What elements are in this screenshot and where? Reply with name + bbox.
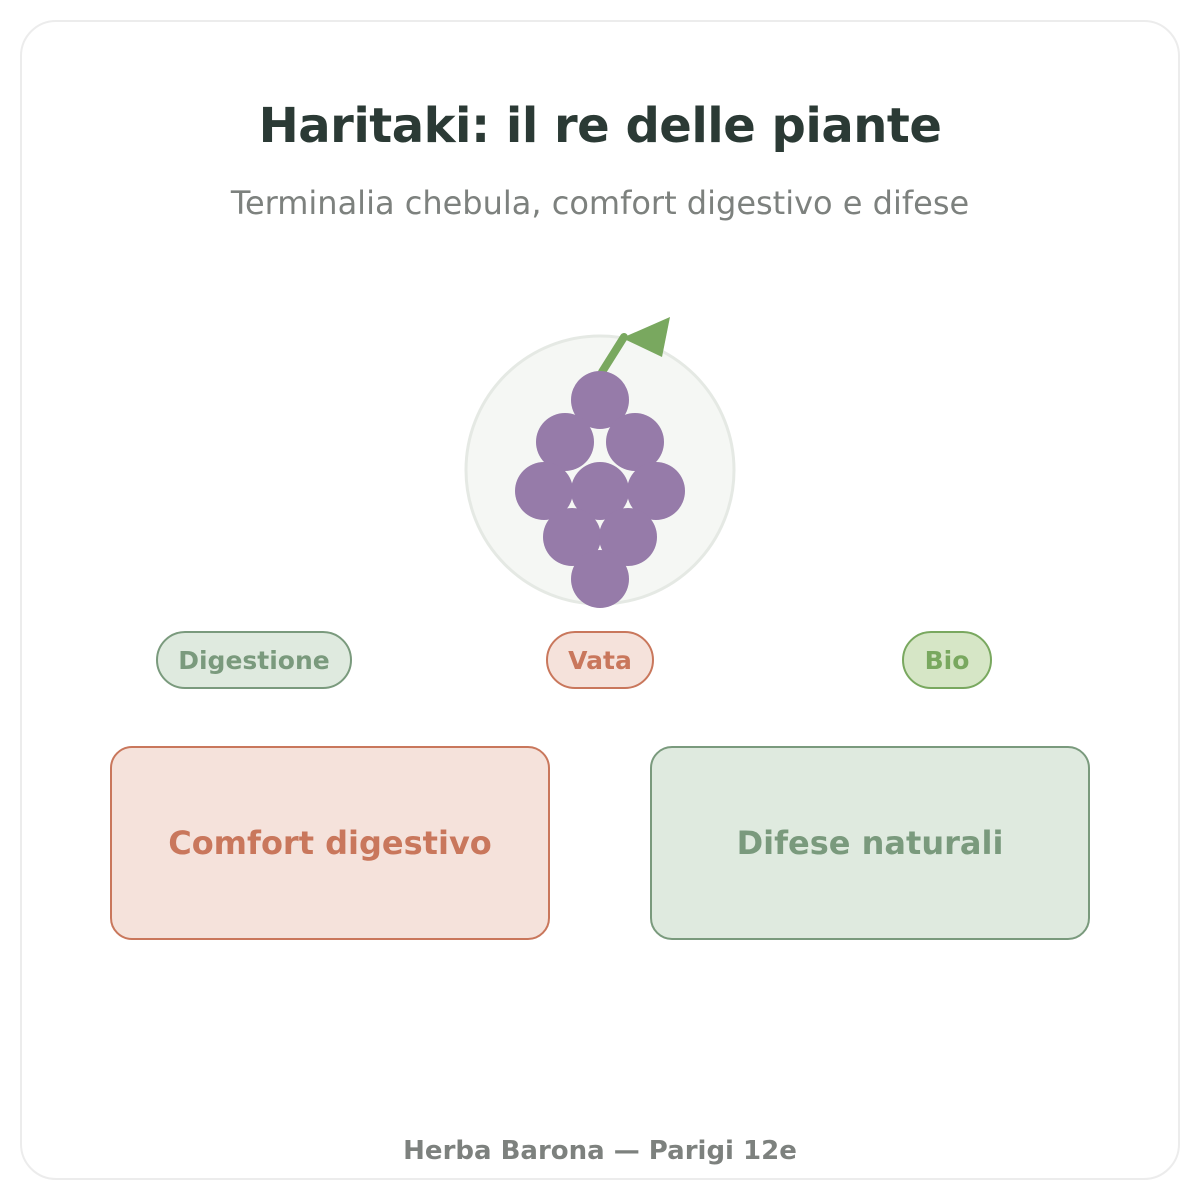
grape-berry xyxy=(599,508,657,566)
benefit-card-comfort-digestivo: Comfort digestivo xyxy=(110,746,550,940)
grape-berry xyxy=(571,371,629,429)
benefit-label: Comfort digestivo xyxy=(168,824,492,862)
page-title: Haritaki: il re delle piante xyxy=(258,98,942,154)
grape-berry xyxy=(515,462,573,520)
grape-berry xyxy=(627,462,685,520)
tag-digestione: Digestione xyxy=(156,631,352,689)
stem-icon xyxy=(598,333,628,376)
grape-berry xyxy=(571,462,629,520)
footer-credit: Herba Barona — Parigi 12e xyxy=(403,1136,797,1166)
grape-berry xyxy=(543,508,601,566)
benefit-label: Difese naturali xyxy=(736,824,1004,862)
grape-berry xyxy=(536,413,594,471)
grape-berry xyxy=(571,550,629,608)
leaf-icon xyxy=(622,317,670,357)
page-subtitle: Terminalia chebula, comfort digestivo e … xyxy=(230,184,970,222)
tag-bio: Bio xyxy=(902,631,992,689)
grape-berry xyxy=(606,413,664,471)
benefit-card-difese-naturali: Difese naturali xyxy=(650,746,1090,940)
grape-berries xyxy=(515,371,685,608)
tag-vata: Vata xyxy=(546,631,654,689)
